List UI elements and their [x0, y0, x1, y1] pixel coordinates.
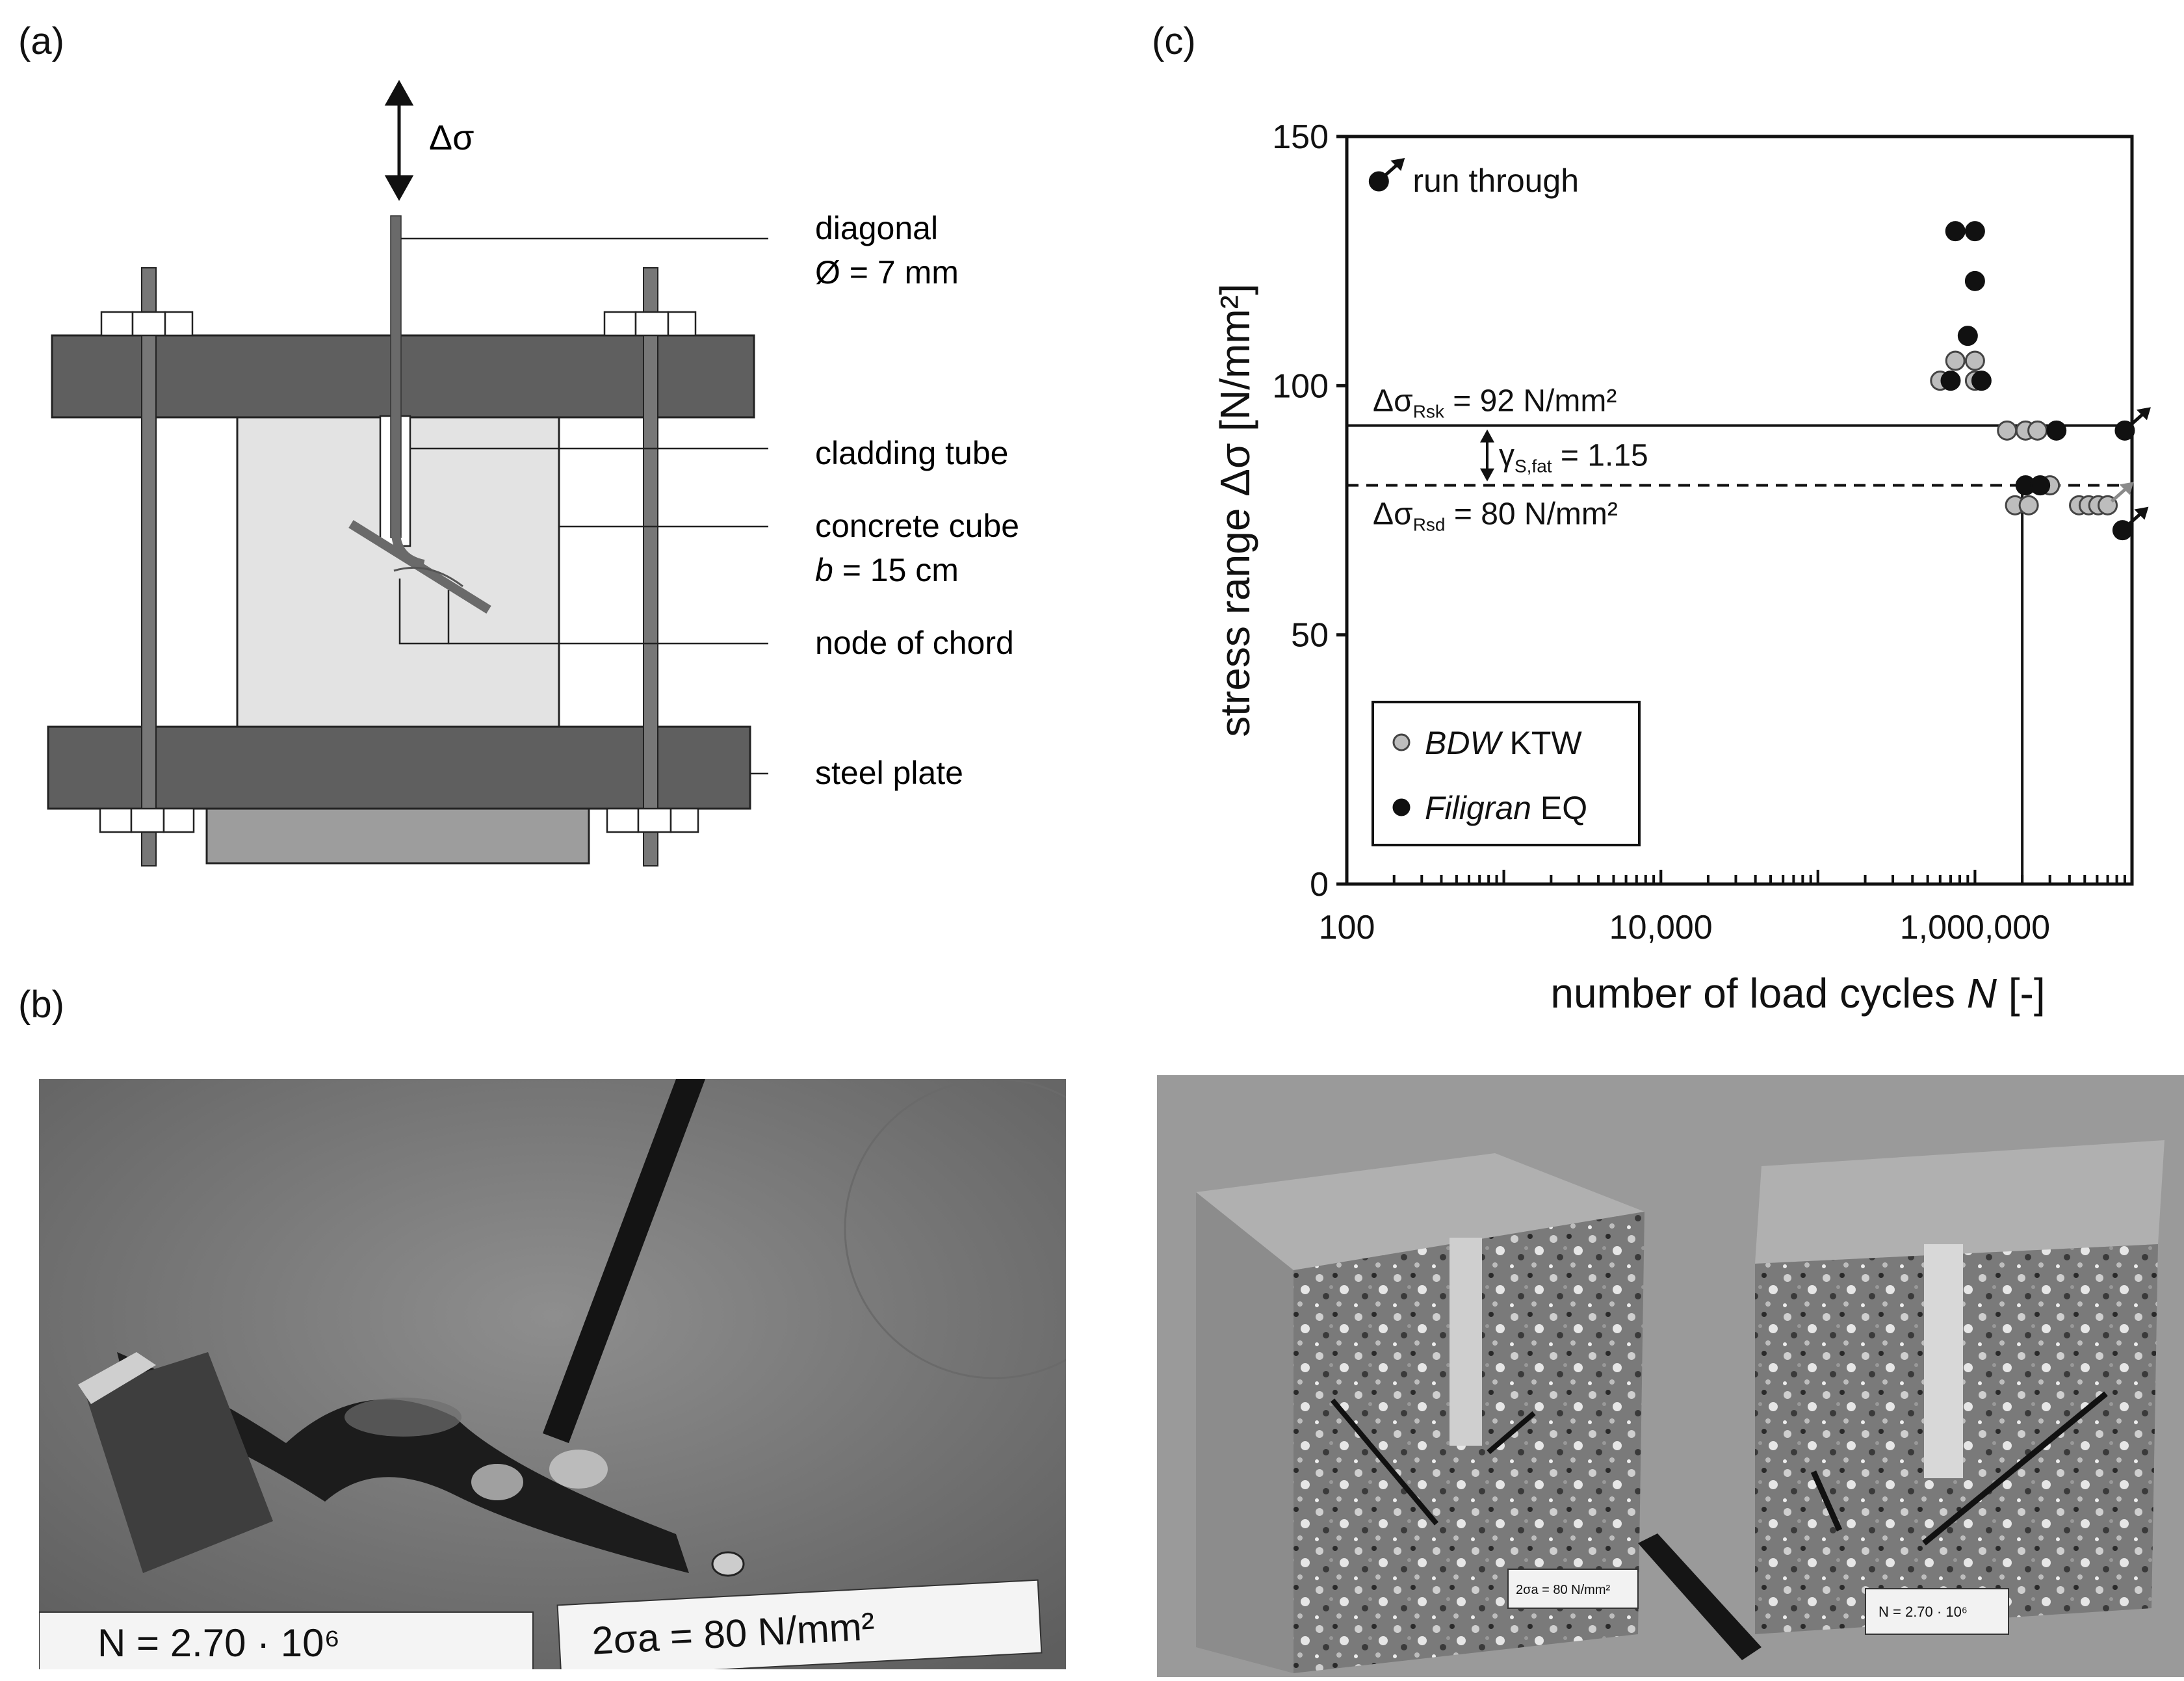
chart-ticks: 0 50 100 150 100 10,000 1,000,000 — [1272, 118, 2133, 946]
bottom-steel-plate — [47, 725, 751, 810]
label-diagonal: diagonal — [815, 210, 938, 246]
leader-lines — [401, 237, 768, 775]
y-tick-label: 150 — [1272, 118, 1329, 156]
data-point — [1945, 350, 1966, 371]
chart-frame — [1345, 135, 2134, 886]
svg-text:N = 2.70 · 10⁶: N = 2.70 · 10⁶ — [98, 1621, 340, 1665]
svg-text:N = 2.70 · 10⁶: N = 2.70 · 10⁶ — [1878, 1604, 1968, 1620]
legend-box — [1372, 701, 1641, 846]
run-through-arrow-head — [2134, 506, 2149, 520]
nut-top-left — [100, 311, 194, 337]
y-tick-label: 100 — [1272, 367, 1329, 405]
x-axis-label: number of load cycles N [-] — [1550, 970, 2045, 1017]
data-point — [1964, 350, 1985, 371]
panel-label-a: (a) — [18, 20, 64, 62]
label-steel-plate: steel plate — [815, 755, 963, 791]
data-point — [2018, 495, 2039, 515]
x-tick-label: 1,000,000 — [1900, 909, 2050, 946]
test-setup-diagram: Δσ diagonal Ø = 7 mm cladding tube concr… — [47, 79, 1019, 867]
run-through-arrow-head — [2119, 482, 2134, 495]
bent-chord — [117, 1352, 689, 1573]
photo-failed-specimen: N = 2.70 · 10⁶ 2σa = 80 N/mm² — [39, 1079, 1066, 1669]
run-through-arrow-head — [1390, 158, 1405, 171]
x-tick-label: 100 — [1319, 909, 1375, 946]
data-point — [2027, 420, 2048, 441]
x-tick-label: 10,000 — [1609, 909, 1713, 946]
legend-label: BDW KTW — [1425, 725, 1582, 761]
data-point — [1940, 371, 1961, 391]
load-arrow-icon — [384, 79, 414, 202]
legend-marker — [1392, 798, 1410, 816]
panel-label-c: (c) — [1152, 20, 1196, 62]
data-point — [1945, 221, 1966, 242]
plot-frame — [1345, 135, 2134, 886]
label-card-cycles: N = 2.70 · 10⁶ — [39, 1611, 534, 1669]
small-card-cycles: N = 2.70 · 10⁶ — [1865, 1588, 2009, 1635]
diagonal-bar — [390, 215, 402, 538]
threaded-rod-left — [141, 267, 157, 867]
safety-arrow-head-up — [1480, 429, 1494, 443]
chart-text: ΔσRsk = 92 N/mm² ΔσRsd = 80 N/mm² γS,fat =… — [1212, 163, 2046, 1017]
support-block — [205, 807, 590, 865]
y-tick-label: 0 — [1310, 866, 1329, 904]
chart-points — [1368, 158, 2151, 541]
data-point — [1964, 270, 1985, 291]
label-concrete-cube: concrete cube — [815, 508, 1019, 544]
safety-arrow-head-down — [1480, 468, 1494, 482]
top-steel-plate — [51, 334, 755, 419]
label-node-of-chord: node of chord — [815, 625, 1014, 661]
label-diagonal-diameter: Ø = 7 mm — [815, 254, 959, 291]
data-point — [1957, 326, 1978, 346]
label-card-stress: 2σa = 80 N/mm² — [556, 1579, 1043, 1669]
nut-bottom-left — [99, 807, 195, 833]
data-point — [1964, 221, 1985, 242]
cut-block-left-side — [1196, 1192, 1294, 1673]
load-symbol: Δσ — [429, 118, 474, 157]
run-through-label: run through — [1412, 163, 1579, 199]
label-cube-size: b = 15 cm — [815, 552, 959, 588]
legend-label: Filigran EQ — [1425, 790, 1587, 826]
small-card-stress: 2σa = 80 N/mm² — [1507, 1569, 1639, 1609]
nut-top-right — [603, 311, 697, 337]
panel-label-b: (b) — [18, 984, 64, 1026]
run-through-arrow-head — [2136, 407, 2151, 421]
chord-bar — [348, 520, 491, 614]
sn-chart: 0 50 100 150 100 10,000 1,000,000 ΔσRsk = 92 N… — [1212, 118, 2151, 1017]
photo-cut-specimens: 2σa = 80 N/mm² N = 2.70 · 10⁶ — [1157, 1075, 2184, 1677]
label-rsd: ΔσRsd = 80 N/mm² — [1373, 497, 1618, 535]
cladding-tube-piece — [84, 1352, 273, 1573]
label-rsk: ΔσRsk = 92 N/mm² — [1373, 384, 1617, 422]
legend-marker — [1392, 733, 1410, 751]
nut-bottom-right — [606, 807, 699, 833]
svg-text:2σa = 80 N/mm²: 2σa = 80 N/mm² — [1516, 1583, 1611, 1597]
diagonal-rod — [543, 1079, 705, 1443]
chord-bend-arc — [393, 566, 463, 588]
data-point — [1971, 371, 1992, 391]
threaded-rod-right — [643, 267, 658, 867]
label-safety-factor: γS,fat = 1.15 — [1499, 439, 1648, 476]
y-axis-label: stress range Δσ [N/mm²] — [1212, 283, 1258, 736]
node-bracket — [398, 579, 450, 645]
data-point — [2030, 475, 2051, 496]
data-point — [1997, 420, 2018, 441]
stamp-mark — [844, 1079, 1066, 1379]
data-point — [2046, 420, 2067, 441]
label-cladding-tube: cladding tube — [815, 435, 1008, 471]
y-tick-label: 50 — [1291, 617, 1329, 655]
